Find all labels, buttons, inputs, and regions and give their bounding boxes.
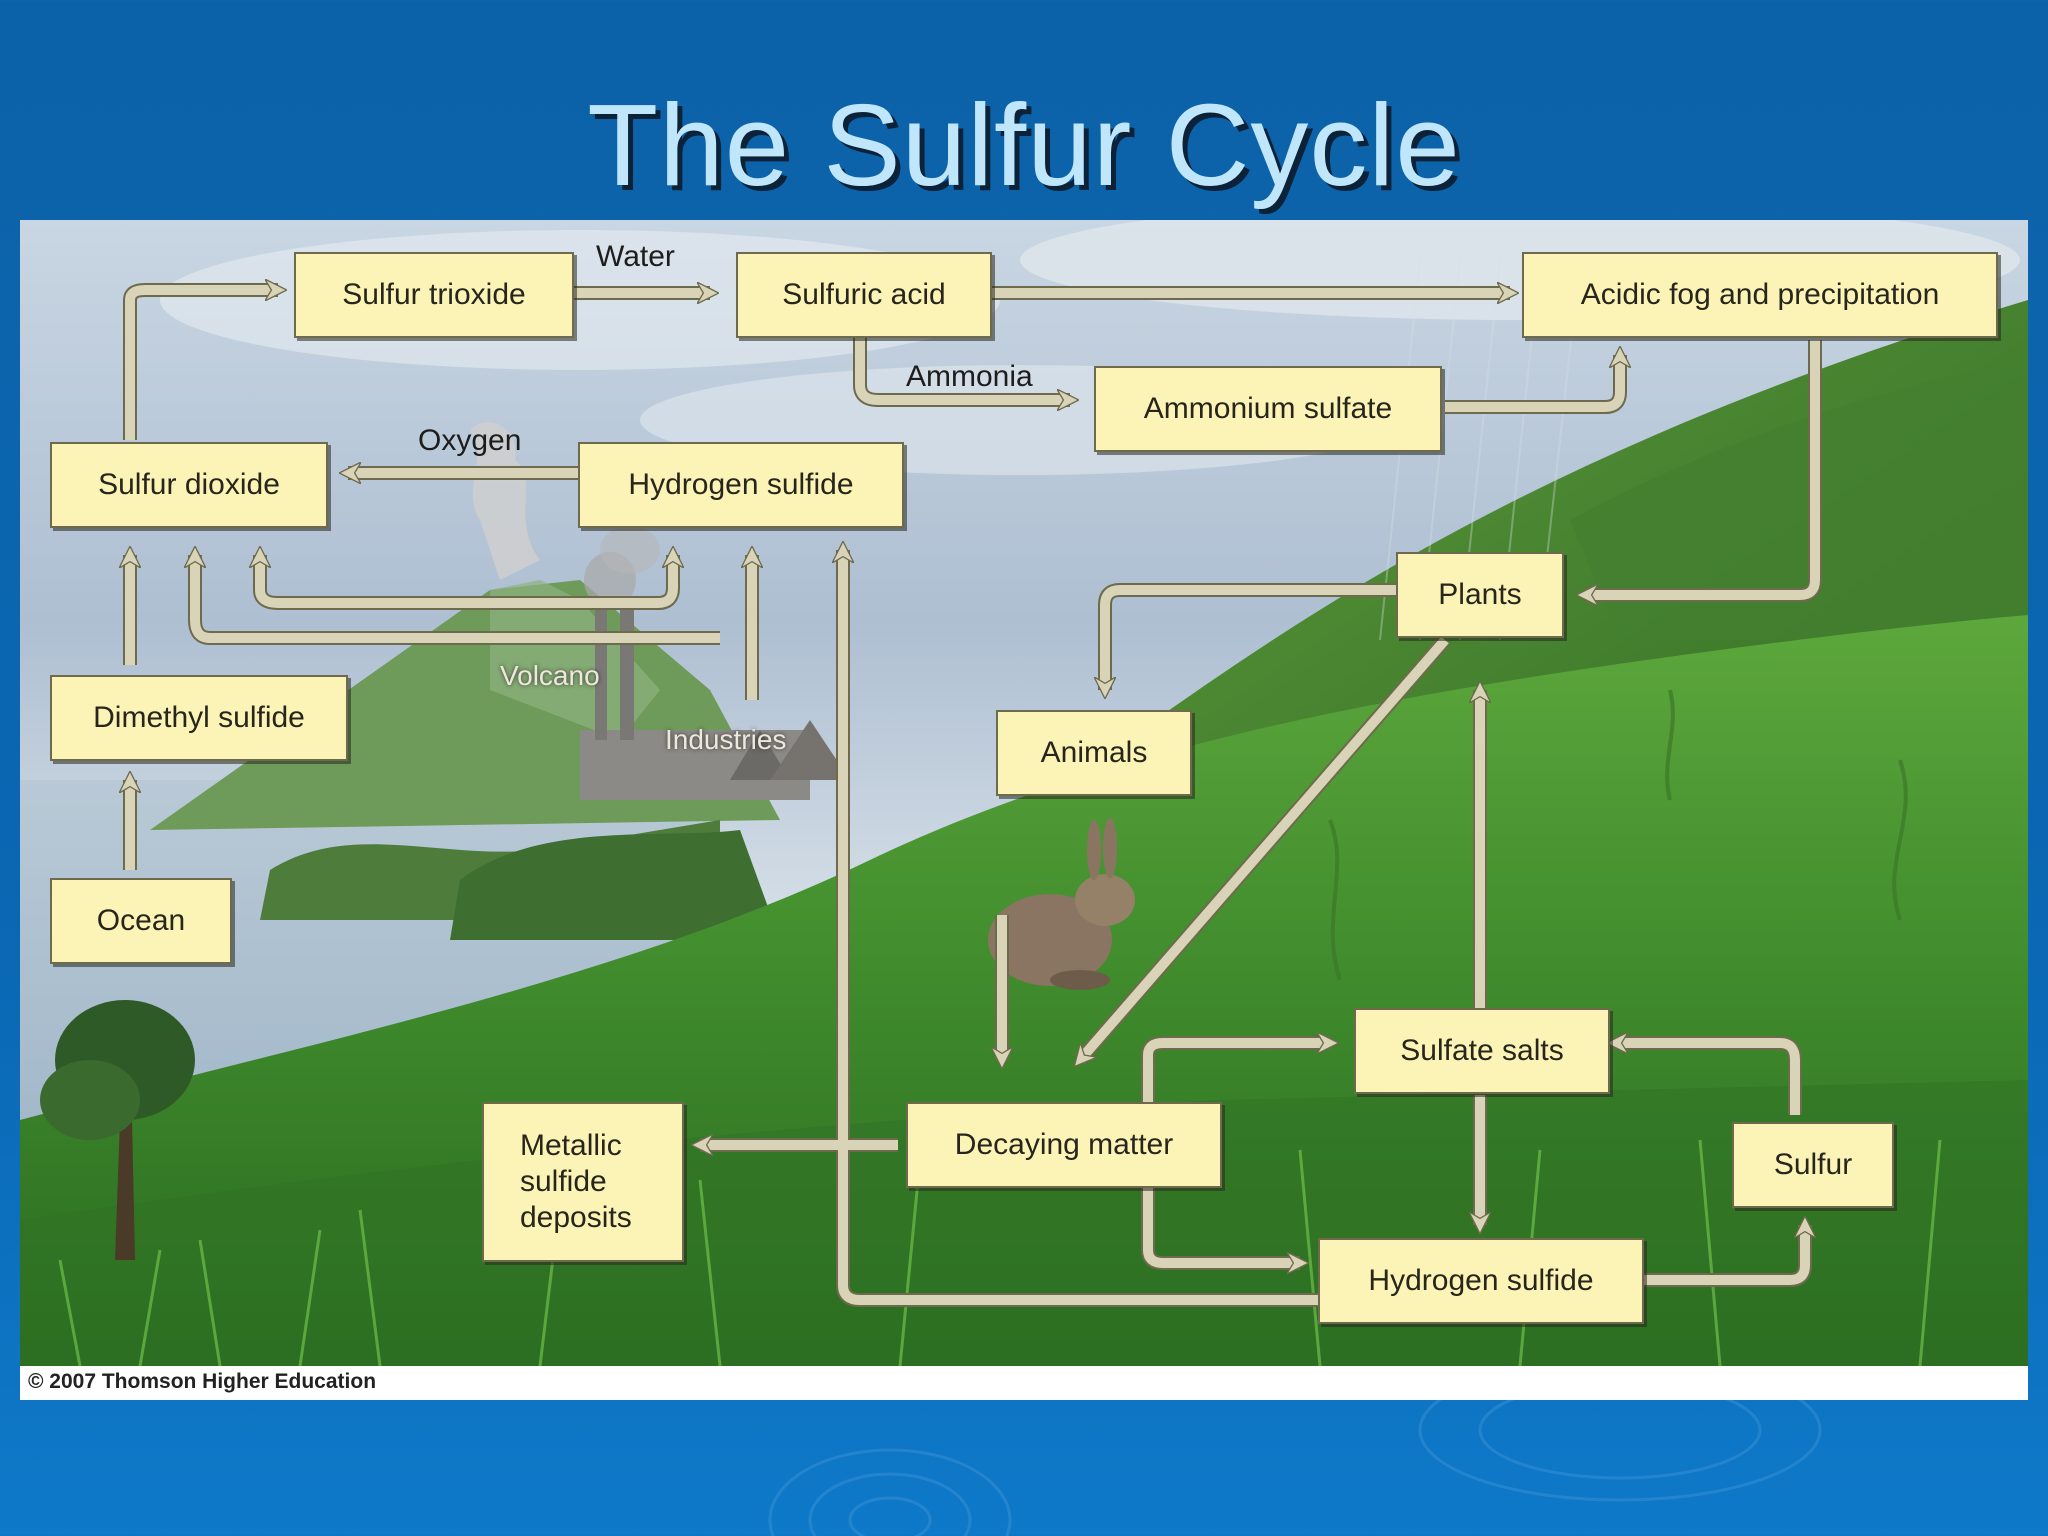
label-oxygen: Oxygen — [418, 424, 522, 457]
metallic-line: Metallic — [520, 1129, 622, 1162]
box-dimethyl-sulfide: Dimethyl sulfide — [50, 675, 348, 761]
box-sulfate-salts: Sulfate salts — [1354, 1008, 1610, 1094]
rabbit-illustration — [988, 818, 1135, 990]
box-decaying-matter: Decaying matter — [906, 1102, 1222, 1188]
label-volcano: Volcano — [500, 660, 600, 691]
box-metallic-sulfide-deposits: Metallic sulfide deposits — [482, 1102, 684, 1262]
box-animals: Animals — [996, 710, 1192, 796]
box-acidic-fog-precipitation: Acidic fog and precipitation — [1522, 252, 1998, 338]
box-sulfuric-acid: Sulfuric acid — [736, 252, 992, 338]
box-sulfur-dioxide: Sulfur dioxide — [50, 442, 328, 528]
sulfide-line: sulfide — [520, 1165, 607, 1198]
label-industries: Industries — [665, 724, 787, 755]
slide-title: The Sulfur Cycle — [587, 80, 1461, 210]
copyright-credit: © 2007 Thomson Higher Education — [28, 1370, 377, 1393]
box-hydrogen-sulfide-bottom: Hydrogen sulfide — [1318, 1238, 1644, 1324]
box-ocean: Ocean — [50, 878, 232, 964]
sulfur-cycle-figure: Sulfur trioxide Sulfuric acid Acidic fog… — [20, 220, 2028, 1400]
box-sulfur-trioxide: Sulfur trioxide — [294, 252, 574, 338]
box-hydrogen-sulfide-top: Hydrogen sulfide — [578, 442, 904, 528]
box-sulfur: Sulfur — [1732, 1122, 1894, 1208]
label-ammonia: Ammonia — [906, 360, 1033, 393]
water-ripples-decoration — [768, 1400, 1822, 1536]
box-ammonium-sulfate: Ammonium sulfate — [1094, 366, 1442, 452]
label-water: Water — [596, 240, 675, 273]
box-plants: Plants — [1396, 552, 1564, 638]
deposits-line: deposits — [520, 1201, 632, 1234]
